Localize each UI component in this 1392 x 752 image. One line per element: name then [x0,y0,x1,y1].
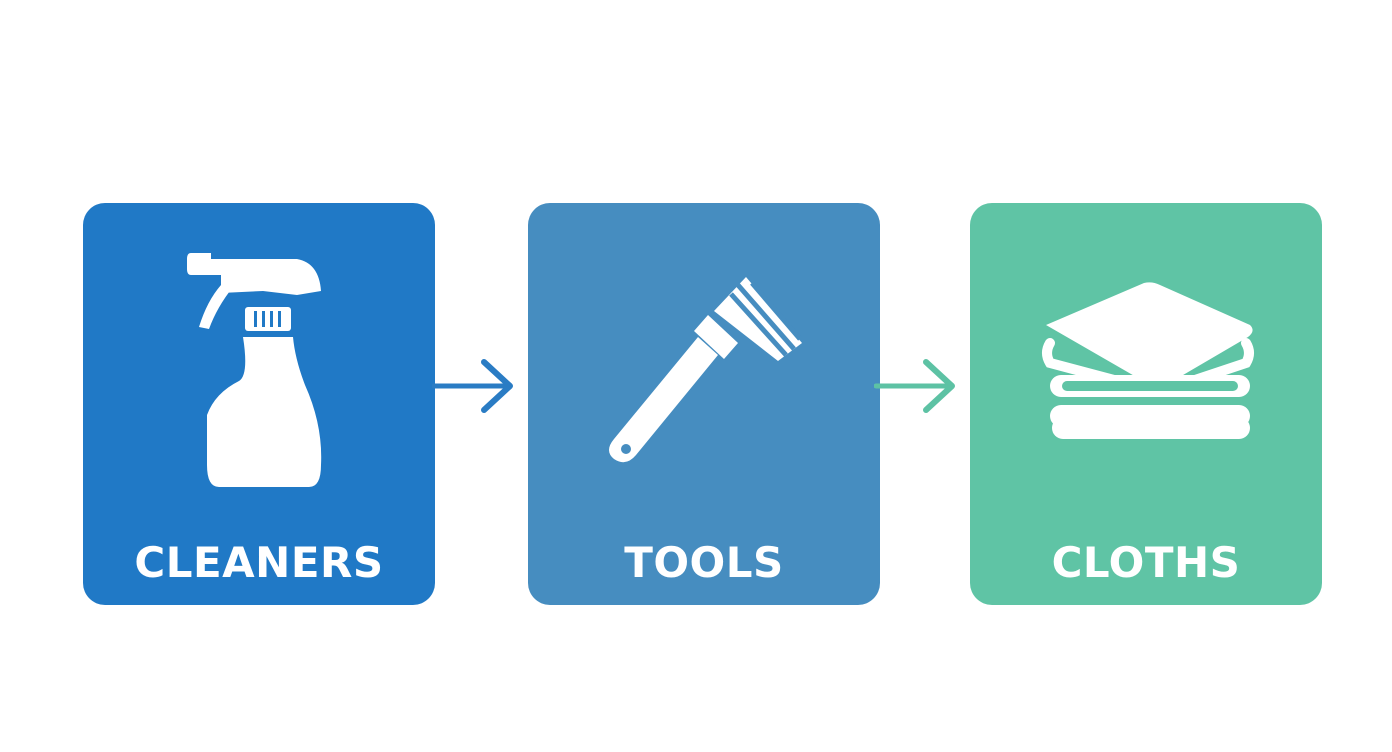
arrow-right-icon [432,359,513,413]
card-cloths: CLOTHS [970,203,1322,605]
step-label-tools: TOOLS [624,538,784,587]
step-label-cloths: CLOTHS [1051,538,1241,587]
step-label-cleaners: CLEANERS [134,538,384,587]
brush-icon [609,277,802,463]
spray-bottle-icon [187,253,322,487]
folded-cloths-icon [1042,282,1254,439]
card-cleaners: CLEANERS [83,203,435,605]
arrow-right-icon [874,359,955,413]
card-tools: TOOLS [528,203,880,605]
